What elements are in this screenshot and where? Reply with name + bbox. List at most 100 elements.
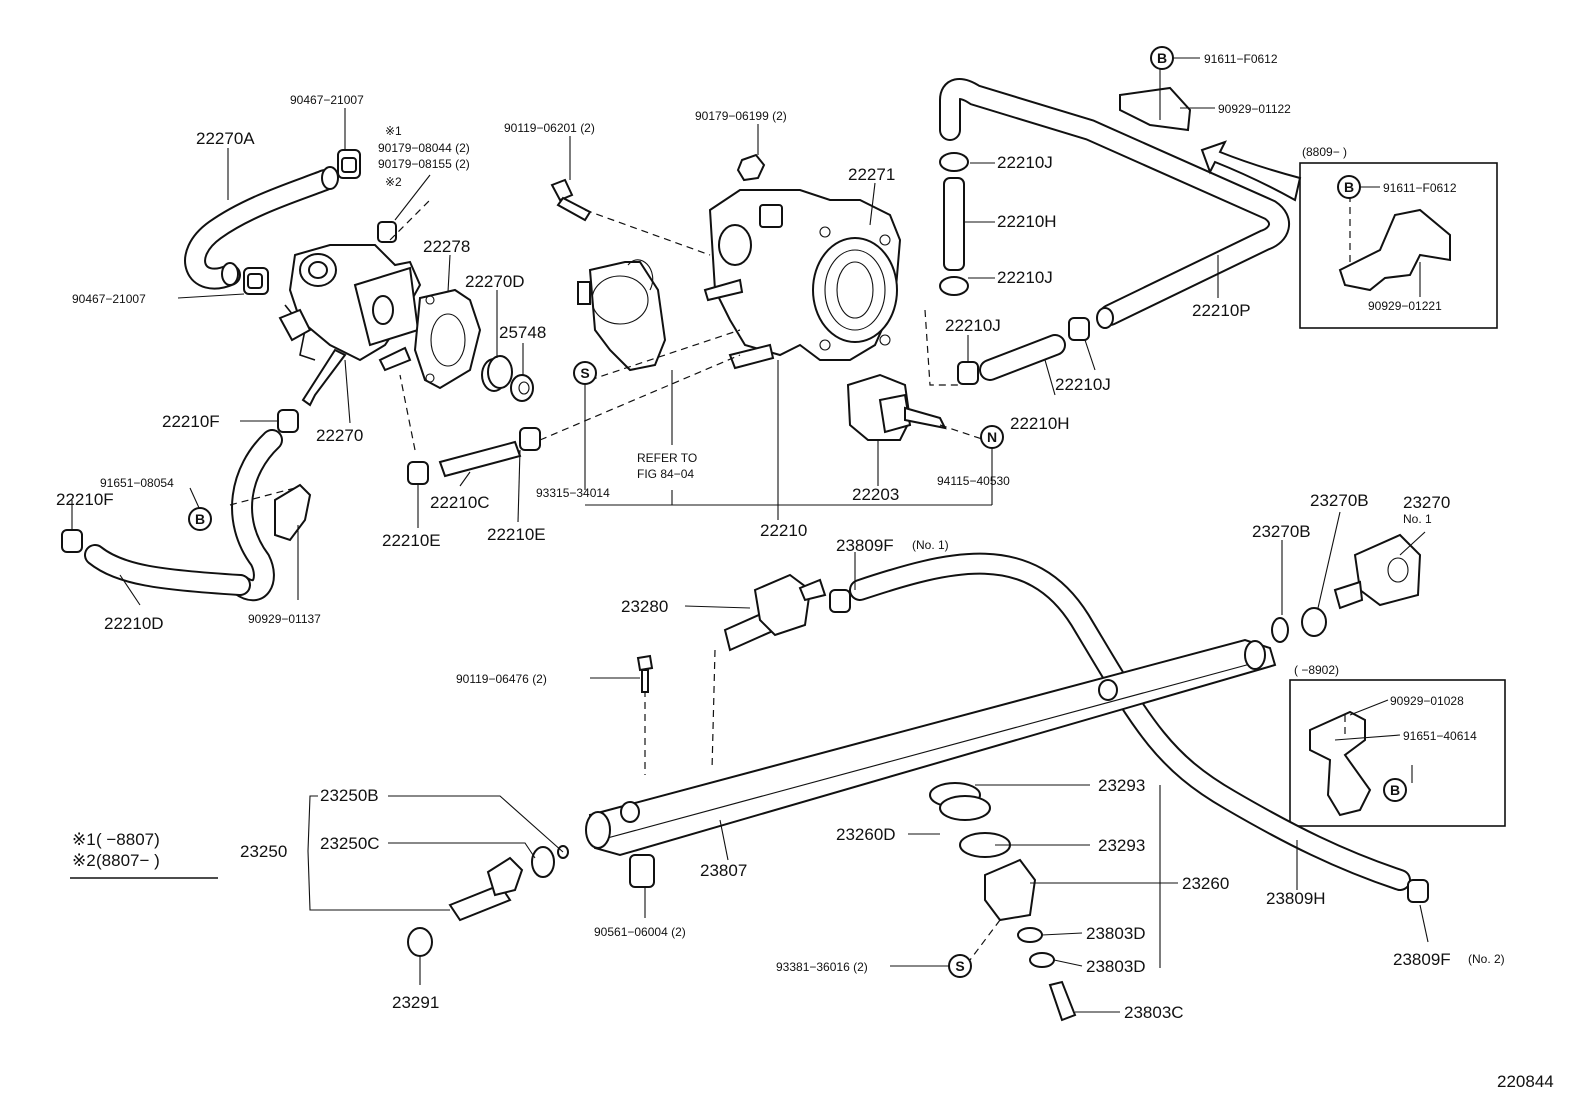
- fuel-rail-23807: [585, 638, 1277, 857]
- marker-s-top: S: [573, 361, 597, 385]
- label-23803c: 23803C: [1124, 1003, 1184, 1022]
- part-labels: 22270A 90467−21007 ※1 90179−08044 (2) 90…: [56, 52, 1505, 1022]
- pressure-regulator-23280: [723, 573, 827, 652]
- label-22210: 22210: [760, 521, 807, 540]
- label-94115-40530: 94115−40530: [937, 474, 1010, 488]
- svg-text:B: B: [1157, 50, 1167, 66]
- diagram-id: 220844: [1497, 1072, 1554, 1091]
- label-22210j-d: 22210J: [1055, 375, 1111, 394]
- marker-b-box: B: [1337, 175, 1361, 199]
- label-93315-34014: 93315−34014: [536, 486, 610, 500]
- label-23250b: 23250B: [320, 786, 379, 805]
- svg-text:N: N: [987, 429, 997, 445]
- label-90929-01221: 90929−01221: [1368, 299, 1442, 313]
- leader-lines: [71, 57, 1429, 1013]
- hose-22210d: [61, 529, 251, 596]
- assembly-lines: [229, 199, 1001, 961]
- label-22210j-a: 22210J: [997, 153, 1053, 172]
- hose-22210h-vertical: [939, 152, 969, 296]
- marker-b-left: B: [188, 507, 212, 531]
- label-note1-mark: ※1: [385, 124, 402, 138]
- label-90929-01028: 90929−01028: [1390, 694, 1464, 708]
- bolt-90119-06476: [636, 654, 654, 693]
- sensor-22203: [846, 373, 947, 441]
- label-23270b-b: 23270B: [1252, 522, 1311, 541]
- hose-23809h: [829, 552, 1429, 903]
- svg-text:B: B: [1390, 782, 1400, 798]
- label-23807: 23807: [700, 861, 747, 880]
- hose-22210c: [407, 427, 541, 485]
- detail-box-8809: [1299, 162, 1498, 329]
- label-22210e-right: 22210E: [487, 525, 546, 544]
- label-23250c: 23250C: [320, 834, 380, 853]
- label-23260: 23260: [1182, 874, 1229, 893]
- marker-b-top: B: [1150, 46, 1174, 70]
- label-23809f-2: 23809F: [1393, 950, 1451, 969]
- clamp-90467-21007-top: [337, 149, 361, 179]
- label-23803d-a: 23803D: [1086, 924, 1146, 943]
- label-90929-01122: 90929−01122: [1218, 102, 1291, 116]
- label-22210f-left: 22210F: [56, 490, 114, 509]
- arrow-to-detail: [1200, 140, 1302, 202]
- label-22210d: 22210D: [104, 614, 164, 633]
- pipe-22210p: [939, 78, 1290, 329]
- label-23809f-1: 23809F: [836, 536, 894, 555]
- label-91651-40614: 91651−40614: [1403, 729, 1477, 743]
- label-23293-a: 23293: [1098, 776, 1145, 795]
- label-23803d-b: 23803D: [1086, 957, 1146, 976]
- label-23260d: 23260D: [836, 825, 896, 844]
- label-23250: 23250: [240, 842, 287, 861]
- label-22210j-c: 22210J: [945, 316, 1001, 335]
- label-22270a: 22270A: [196, 129, 255, 148]
- marker-n: N: [980, 425, 1004, 449]
- screw-90119-06201: [550, 178, 592, 222]
- label-23270: 23270: [1403, 493, 1450, 512]
- label-90467-21007-top: 90467−21007: [290, 93, 364, 107]
- hose-22270a: [184, 166, 339, 290]
- nut-90179-06199: [736, 153, 766, 182]
- throttle-body-22210: [703, 189, 902, 370]
- nut-25748: [510, 374, 534, 402]
- label-91611-f0612-top: 91611−F0612: [1204, 52, 1278, 66]
- label-22271: 22271: [848, 165, 895, 184]
- label-22203: 22203: [852, 485, 899, 504]
- label-refer-to-2: FIG 84−04: [637, 467, 694, 481]
- label-22270: 22270: [316, 426, 363, 445]
- label-90179-08044: 90179−08044 (2): [378, 141, 470, 155]
- label-90467-21007-left: 90467−21007: [72, 292, 146, 306]
- hose-22210f: [229, 409, 299, 602]
- spacer-90561-06004: [629, 854, 655, 888]
- marker-s-bottom: S: [948, 954, 972, 978]
- label-23809f-1-note: (No. 1): [912, 538, 949, 552]
- label-22210j-b: 22210J: [997, 268, 1053, 287]
- detail-box-8902: [1289, 679, 1506, 827]
- svg-text:S: S: [955, 958, 964, 974]
- svg-text:B: B: [1344, 179, 1354, 195]
- label-23809h: 23809H: [1266, 889, 1326, 908]
- label-22210h-b: 22210H: [1010, 414, 1070, 433]
- clamp-90467-21007-left: [243, 267, 269, 295]
- label-22278: 22278: [423, 237, 470, 256]
- label-note2-mark: ※2: [385, 175, 402, 189]
- legend-note1-mark: ※1: [72, 830, 96, 849]
- label-23291: 23291: [392, 993, 439, 1012]
- label-90929-01137: 90929−01137: [248, 612, 321, 626]
- injector-23250: [407, 845, 569, 957]
- label-90179-06199: 90179−06199 (2): [695, 109, 787, 123]
- label-90179-08155: 90179−08155 (2): [378, 157, 470, 171]
- gasket-22278: [413, 288, 482, 390]
- legend-note1-range: ( −8807): [96, 830, 160, 849]
- label-93381-36016: 93381−36016 (2): [776, 960, 868, 974]
- label-91651-08054: 91651−08054: [100, 476, 174, 490]
- marker-b-lower-box: B: [1383, 778, 1407, 802]
- label-90119-06476: 90119−06476 (2): [456, 672, 547, 686]
- label-refer-to-1: REFER TO: [637, 451, 697, 465]
- svg-text:S: S: [580, 365, 589, 381]
- label-22210c: 22210C: [430, 493, 490, 512]
- legend-note2-range: (8807− ): [96, 851, 160, 870]
- legend: ※1 ( −8807) ※2 (8807− ): [70, 830, 218, 879]
- label-22210h-a: 22210H: [997, 212, 1057, 231]
- label-23270b-a: 23270B: [1310, 491, 1369, 510]
- gasket-23270b: [1271, 607, 1327, 643]
